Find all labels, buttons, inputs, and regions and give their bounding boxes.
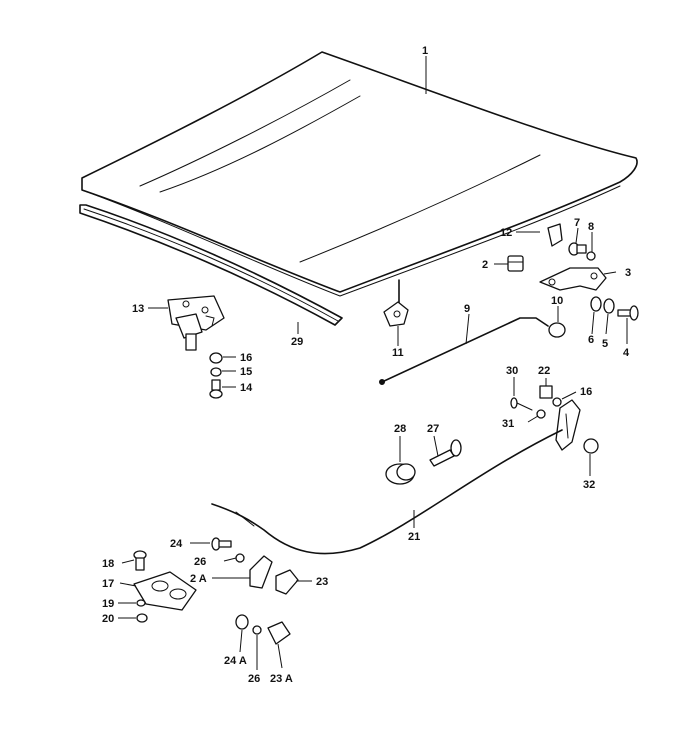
callout-30: 30 bbox=[506, 365, 518, 377]
part-31-washer bbox=[536, 409, 546, 419]
part-23-clip bbox=[275, 569, 299, 595]
part-11-striker bbox=[383, 279, 409, 327]
callout-20: 20 bbox=[102, 613, 114, 625]
callout-29: 29 bbox=[291, 336, 303, 348]
callout-32: 32 bbox=[583, 479, 595, 491]
callout-27: 27 bbox=[427, 423, 439, 435]
part-13-hood-lock bbox=[167, 295, 225, 351]
callout-16-left: 16 bbox=[240, 352, 252, 364]
part-9-release-rod bbox=[379, 317, 549, 385]
part-12-pin bbox=[547, 223, 563, 247]
callout-15: 15 bbox=[240, 366, 252, 378]
callout-12: 12 bbox=[500, 227, 512, 239]
part-18-bolt bbox=[133, 550, 147, 571]
callout-14: 14 bbox=[240, 382, 253, 394]
callout-13: 13 bbox=[132, 303, 144, 315]
part-5-washer bbox=[603, 298, 615, 314]
part-16-washer-upper bbox=[552, 397, 562, 407]
hood-panel bbox=[81, 51, 638, 297]
callout-labels: 1 12 2 7 8 3 10 9 6 5 4 11 13 29 16 15 1… bbox=[102, 45, 631, 685]
callout-11: 11 bbox=[392, 347, 404, 359]
part-26-nut-upper bbox=[235, 553, 245, 563]
callout-2: 2 bbox=[482, 259, 488, 271]
part-30-screw bbox=[510, 397, 533, 411]
callout-6: 6 bbox=[588, 334, 594, 346]
part-32-grommet bbox=[583, 438, 599, 454]
callout-28: 28 bbox=[394, 423, 406, 435]
part-7-bolt bbox=[568, 242, 587, 256]
callout-22: 22 bbox=[538, 365, 550, 377]
part-28-bump-stop bbox=[385, 463, 416, 485]
part-19-washer bbox=[136, 599, 146, 607]
callout-7: 7 bbox=[574, 217, 580, 229]
part-27-bolt bbox=[429, 439, 462, 467]
release-lever bbox=[555, 399, 581, 451]
callout-17: 17 bbox=[102, 578, 114, 590]
part-22-clip bbox=[539, 385, 553, 399]
callout-31: 31 bbox=[502, 418, 514, 430]
callout-24a: 24 A bbox=[224, 655, 247, 667]
hood-seal-strip bbox=[79, 204, 343, 326]
part-10-grommet bbox=[548, 322, 566, 338]
part-24-bolt bbox=[211, 537, 232, 551]
callout-16-right: 16 bbox=[580, 386, 592, 398]
part-3-bracket bbox=[539, 267, 607, 291]
callout-1: 1 bbox=[422, 45, 428, 57]
part-16-nut bbox=[209, 352, 223, 364]
callout-2a: 2 A bbox=[190, 573, 207, 585]
part-24a-nut bbox=[235, 614, 249, 630]
part-8-nut bbox=[586, 251, 596, 261]
leader-lines bbox=[118, 56, 628, 670]
callout-5: 5 bbox=[602, 338, 608, 350]
callout-26-upper: 26 bbox=[194, 556, 206, 568]
part-2a-bracket bbox=[249, 555, 273, 589]
callout-24: 24 bbox=[170, 538, 183, 550]
callout-19: 19 bbox=[102, 598, 114, 610]
callout-3: 3 bbox=[625, 267, 631, 279]
callout-18: 18 bbox=[102, 558, 114, 570]
part-20-nut bbox=[136, 613, 148, 623]
callout-8: 8 bbox=[588, 221, 594, 233]
callout-26-lower: 26 bbox=[248, 673, 260, 685]
part-2-bump-stop bbox=[507, 255, 524, 272]
part-15-washer bbox=[210, 367, 222, 377]
part-14-bolt bbox=[209, 379, 223, 399]
callout-4: 4 bbox=[623, 347, 630, 359]
callout-23: 23 bbox=[316, 576, 328, 588]
part-26-nut-lower bbox=[252, 625, 262, 635]
part-4-bolt bbox=[617, 305, 639, 321]
part-23a-clip bbox=[267, 621, 291, 645]
callout-23a: 23 A bbox=[270, 673, 293, 685]
part-21-release-cable bbox=[211, 429, 563, 555]
part-6-washer bbox=[590, 296, 602, 312]
callout-10: 10 bbox=[551, 295, 563, 307]
callout-21: 21 bbox=[408, 531, 420, 543]
callout-9: 9 bbox=[464, 303, 470, 315]
